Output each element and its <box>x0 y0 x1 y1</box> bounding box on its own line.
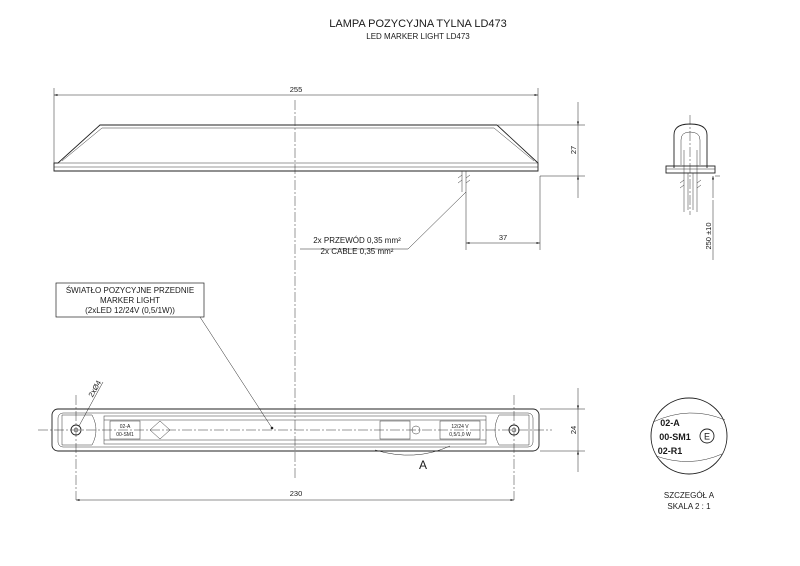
marker-note-line3: (2xLED 12/24V (0,5/1W)) <box>85 306 175 315</box>
cable-note-line1: 2x PRZEWÓD 0,35 mm² <box>313 236 401 245</box>
dim-cable-length-value: 250 ±10 <box>704 222 713 249</box>
dim-overall-length: 255 <box>53 85 539 165</box>
detail-code3: 02-R1 <box>658 446 683 456</box>
cable-note-line2: 2x CABLE 0,35 mm² <box>321 247 394 256</box>
cable-exit <box>457 171 471 250</box>
detail-stamp: E <box>704 432 710 442</box>
detail-code1: 02-A <box>660 418 680 428</box>
lamp-marking-left1: 02-A <box>120 424 131 430</box>
dim-overall-length-value: 255 <box>290 85 303 94</box>
marker-note-line2: MARKER LIGHT <box>100 296 160 305</box>
dim-cable-offset-value: 37 <box>499 233 507 242</box>
top-view: 02-A 00-SM1 12/24 V 0,5/1,0 W <box>38 395 552 500</box>
dim-cable-offset: 37 <box>466 176 541 250</box>
lamp-marking-right2: 0,5/1,0 W <box>449 432 471 438</box>
cable-note: 2x PRZEWÓD 0,35 mm² 2x CABLE 0,35 mm² <box>300 191 467 256</box>
dim-height-value: 27 <box>569 146 578 154</box>
detail-marker: A <box>374 445 451 472</box>
dim-screw-value: 2xØ4 <box>86 379 103 399</box>
dim-width-value: 24 <box>569 426 578 434</box>
detail-code2: 00-SM1 <box>659 432 691 442</box>
screw-leader: 2xØ4 <box>78 379 104 427</box>
lamp-marking-right1: 12/24 V <box>451 424 469 430</box>
drawing-title: LAMPA POZYCYJNA TYLNA LD473 <box>329 18 507 30</box>
dim-width: 24 <box>540 388 585 472</box>
dim-height: 27 <box>498 102 585 198</box>
end-view <box>665 115 716 215</box>
dim-mounting-distance: 230 <box>76 489 514 502</box>
detail-label: SZCZEGÓŁ A <box>664 491 715 500</box>
marker-note-line1: ŚWIATŁO POZYCYJNE PRZEDNIE <box>66 286 194 295</box>
dim-mounting-distance-value: 230 <box>290 489 303 498</box>
lamp-marking-left2: 00-SM1 <box>116 432 134 438</box>
marker-note: ŚWIATŁO POZYCYJNE PRZEDNIE MARKER LIGHT … <box>55 282 274 430</box>
detail-marker-label: A <box>419 458 427 472</box>
side-view <box>53 124 539 172</box>
drawing-subtitle: LED MARKER LIGHT LD473 <box>366 32 470 41</box>
detail-a: 02-A 00-SM1 02-R1 E SZCZEGÓŁ A SKALA 2 :… <box>650 397 728 511</box>
dim-cable-length: 250 ±10 <box>704 175 720 260</box>
detail-scale: SKALA 2 : 1 <box>667 502 711 511</box>
